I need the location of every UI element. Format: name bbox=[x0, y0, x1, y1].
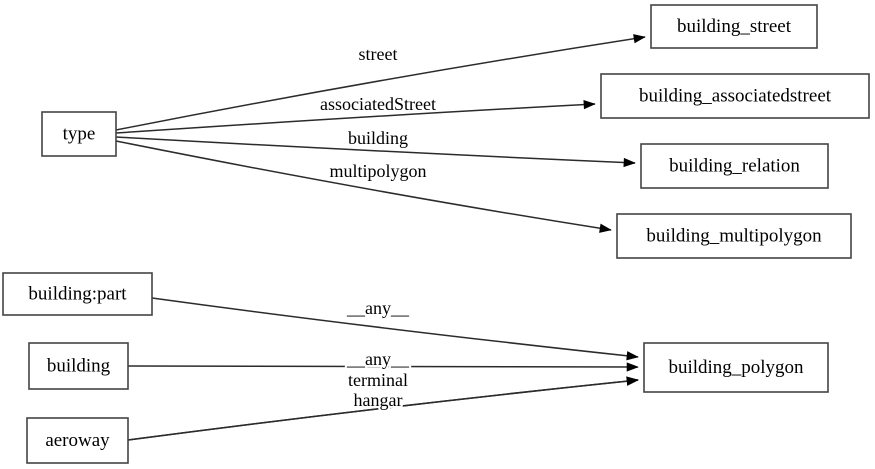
edge-label-halo: hangar bbox=[354, 390, 403, 410]
node-building_part[interactable]: building:part bbox=[2, 272, 153, 316]
edge-type-building bbox=[115, 136, 636, 168]
node-label: building_relation bbox=[669, 155, 800, 176]
edge-type-multipolygon bbox=[115, 140, 612, 233]
node-label: building_multipolygon bbox=[646, 225, 822, 246]
edge-label: __any__ bbox=[346, 298, 410, 318]
node-aeroway[interactable]: aeroway bbox=[26, 417, 129, 464]
arrowhead-icon bbox=[626, 362, 639, 372]
node-box[interactable] bbox=[643, 342, 829, 393]
node-label: type bbox=[63, 123, 96, 144]
edge-line bbox=[127, 379, 639, 441]
edges-layer bbox=[115, 34, 646, 441]
edge-line bbox=[115, 36, 646, 131]
arrowhead-icon bbox=[633, 34, 646, 44]
edge-type-street bbox=[115, 34, 646, 131]
edge-labels-layer: streetstreetassociatedStreetassociatedSt… bbox=[318, 42, 438, 412]
arrowhead-icon bbox=[583, 99, 596, 110]
edge-label-halo: associatedStreet bbox=[320, 94, 436, 114]
node-building_street[interactable]: building_street bbox=[650, 4, 818, 49]
node-building[interactable]: building bbox=[28, 342, 129, 390]
edge-label: building bbox=[348, 128, 408, 148]
node-label: building_polygon bbox=[668, 357, 804, 378]
arrowhead-icon bbox=[626, 376, 639, 386]
edge-line bbox=[115, 136, 636, 164]
node-box[interactable] bbox=[640, 143, 829, 189]
node-box[interactable] bbox=[2, 272, 153, 316]
node-box[interactable] bbox=[28, 342, 129, 390]
edge-part-any bbox=[151, 297, 639, 361]
edge-line bbox=[151, 297, 639, 358]
edge-line bbox=[115, 140, 612, 231]
edge-label: street bbox=[359, 44, 398, 64]
edge-label-halo: multipolygon bbox=[329, 161, 426, 181]
node-label: building bbox=[47, 355, 111, 376]
node-type[interactable]: type bbox=[41, 111, 117, 157]
edge-label-halo: building bbox=[348, 128, 408, 148]
node-box[interactable] bbox=[600, 73, 870, 119]
edge-label-halo: street bbox=[359, 44, 398, 64]
arrowhead-icon bbox=[626, 351, 639, 361]
arrowhead-icon bbox=[623, 157, 636, 168]
node-building_multipolygon[interactable]: building_multipolygon bbox=[616, 213, 852, 259]
edge-building-any bbox=[127, 362, 639, 372]
edge-label: multipolygon bbox=[329, 161, 426, 181]
edge-line bbox=[127, 365, 639, 368]
node-box[interactable] bbox=[41, 111, 117, 157]
node-box[interactable] bbox=[650, 4, 818, 49]
arrowhead-icon bbox=[599, 223, 612, 233]
node-label: aeroway bbox=[45, 430, 110, 451]
node-box[interactable] bbox=[26, 417, 129, 464]
edge-label-halo: __any__ bbox=[346, 298, 410, 318]
node-building_associatedstreet[interactable]: building_associatedstreet bbox=[600, 73, 870, 119]
node-building_polygon[interactable]: building_polygon bbox=[643, 342, 829, 393]
node-box[interactable] bbox=[616, 213, 852, 259]
edge-label-halo: __any__ bbox=[346, 349, 410, 369]
edge-label: hangar bbox=[354, 390, 403, 410]
node-label: building_associatedstreet bbox=[639, 85, 832, 106]
edge-line bbox=[115, 103, 596, 134]
node-building_relation[interactable]: building_relation bbox=[640, 143, 829, 189]
edge-type-associatedstreet bbox=[115, 99, 596, 134]
node-label: building:part bbox=[28, 283, 127, 304]
edge-label: associatedStreet bbox=[320, 94, 436, 114]
nodes-layer: type building_street building_associatedst… bbox=[2, 4, 870, 464]
edge-label: __any__ bbox=[346, 349, 410, 369]
edge-label-halo: terminal bbox=[348, 370, 408, 390]
edge-label: terminal bbox=[348, 370, 408, 390]
edge-aeroway-hangar bbox=[127, 376, 639, 441]
node-label: building_street bbox=[677, 16, 792, 37]
